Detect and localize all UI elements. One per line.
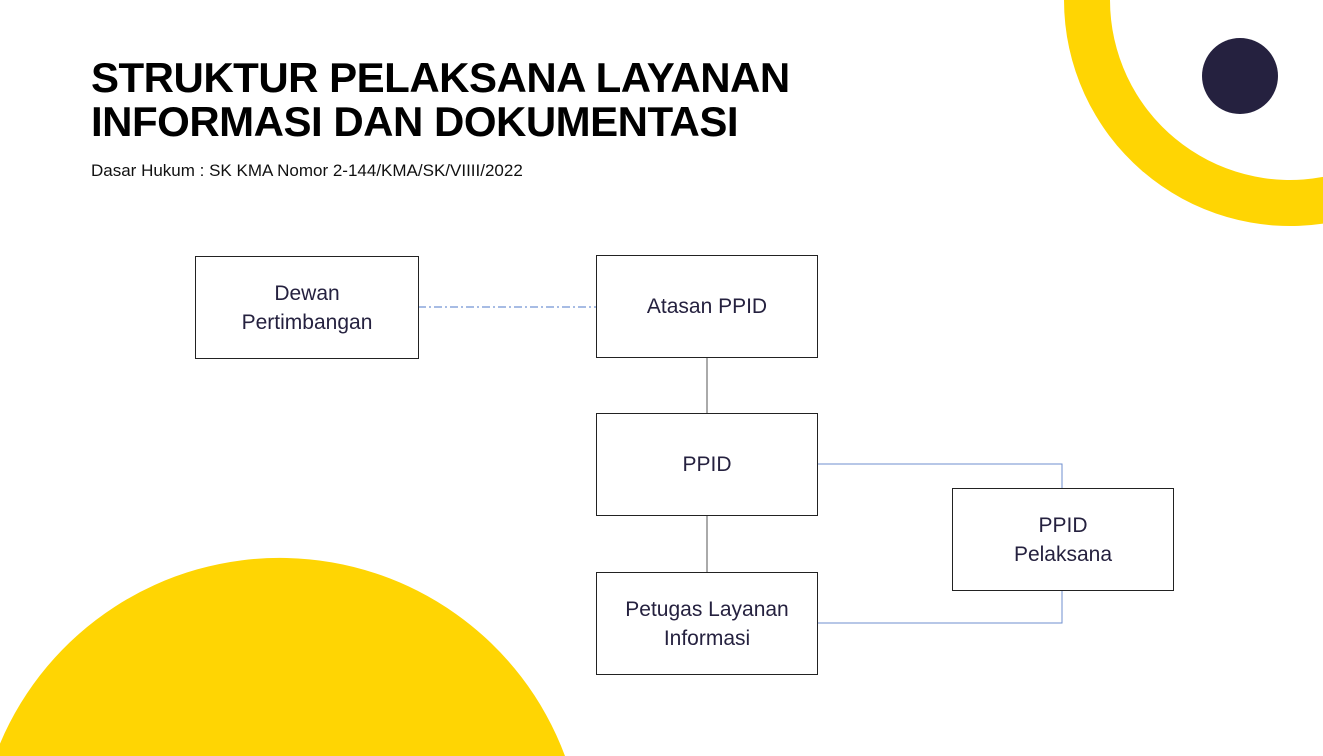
node-ppid: PPID	[596, 413, 818, 516]
connector-petugas-pelaksana	[818, 591, 1063, 624]
node-dewan-pertimbangan: Dewan Pertimbangan	[195, 256, 419, 359]
navy-dot	[1202, 38, 1278, 114]
node-atasan-ppid: Atasan PPID	[596, 255, 818, 358]
node-ppid-pelaksana: PPID Pelaksana	[952, 488, 1174, 591]
bottom-left-yellow-circle	[0, 557, 565, 756]
connector-ppid-pelaksana	[818, 463, 1063, 488]
title-line-1: STRUKTUR PELAKSANA LAYANAN	[91, 54, 790, 101]
title-line-2: INFORMASI DAN DOKUMENTASI	[91, 98, 739, 145]
page-title: STRUKTUR PELAKSANA LAYANAN INFORMASI DAN…	[91, 56, 790, 144]
top-right-yellow-ring	[1064, 0, 1323, 227]
node-petugas-layanan-informasi: Petugas Layanan Informasi	[596, 572, 818, 675]
legal-basis-subtitle: Dasar Hukum : SK KMA Nomor 2-144/KMA/SK/…	[91, 161, 523, 180]
